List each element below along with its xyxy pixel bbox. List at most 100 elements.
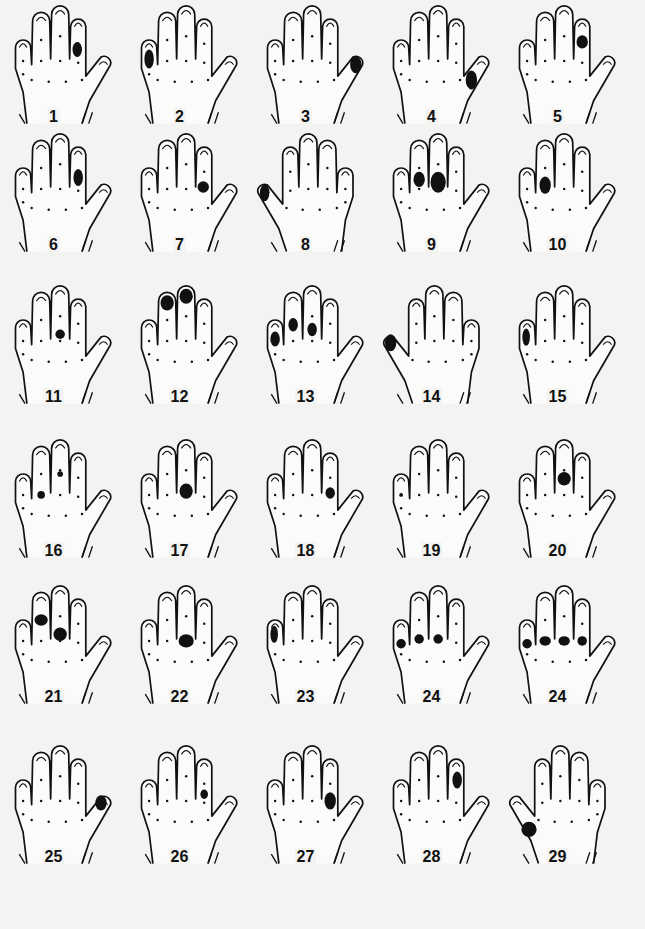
nail-line	[452, 763, 460, 767]
knuckle-dot	[552, 81, 554, 83]
knuckle-dot	[30, 207, 32, 209]
nail-line	[414, 757, 424, 761]
nail-line	[452, 23, 460, 27]
nail-line	[181, 139, 191, 143]
wrist-mark	[397, 548, 403, 558]
knuckle-dot	[534, 659, 536, 661]
wrist-mark	[523, 242, 529, 252]
knuckle-dot	[418, 779, 420, 781]
wrist-mark	[208, 112, 218, 123]
hand-outline	[520, 286, 615, 404]
knuckle-dot	[30, 359, 32, 361]
nail-line	[162, 145, 172, 149]
knuckle-dot	[166, 640, 168, 642]
nail-line	[99, 642, 108, 645]
knuckle-dot	[148, 201, 150, 203]
nail-line	[162, 17, 172, 21]
hand-outline	[258, 134, 353, 252]
nail-line	[559, 291, 569, 295]
knuckle-dot	[311, 615, 313, 617]
knuckle-dot	[408, 819, 410, 821]
knuckle-dot	[552, 361, 554, 363]
knuckle-dot	[563, 60, 565, 62]
knuckle-dot	[311, 60, 313, 62]
knuckle-dot	[203, 43, 205, 45]
callout-number: 9	[425, 236, 438, 254]
knuckle-dot	[544, 167, 546, 169]
nail-line	[603, 496, 612, 499]
lesion-spot	[466, 70, 477, 89]
knuckle-dot	[65, 661, 67, 663]
hand-outline	[268, 286, 363, 404]
callout-number: 14	[421, 388, 443, 406]
knuckle-dot	[333, 819, 335, 821]
nail-line	[477, 802, 486, 805]
knuckle-dot	[569, 515, 571, 517]
nail-line	[603, 190, 612, 193]
nail-line	[55, 751, 65, 755]
hand-outline	[394, 586, 489, 704]
knuckle-dot	[81, 659, 83, 661]
wrist-mark	[460, 240, 470, 251]
knuckle-dot	[292, 800, 294, 802]
callout-number: 25	[43, 848, 65, 866]
knuckle-dot	[191, 661, 193, 663]
knuckle-dot	[329, 342, 331, 344]
hand-outline	[394, 746, 489, 864]
nail-line	[540, 145, 550, 149]
nail-line	[55, 291, 65, 295]
knuckle-dot	[329, 323, 331, 325]
nail-line	[433, 751, 443, 755]
lesion-spot	[433, 634, 443, 644]
nail-line	[452, 151, 460, 155]
nail-line	[430, 291, 440, 295]
knuckle-dot	[148, 640, 150, 642]
knuckle-dot	[282, 359, 284, 361]
knuckle-dot	[174, 81, 176, 83]
knuckle-dot	[274, 60, 276, 62]
lesion-spot	[198, 181, 209, 192]
knuckle-dot	[317, 661, 319, 663]
knuckle-dot	[411, 359, 413, 361]
nail-line	[304, 139, 314, 143]
nail-line	[162, 757, 172, 761]
nail-line	[288, 297, 298, 301]
callout-number: 6	[47, 236, 60, 254]
knuckle-dot	[22, 800, 24, 802]
nail-line	[307, 291, 317, 295]
lesion-spot	[73, 42, 83, 57]
knuckle-dot	[569, 361, 571, 363]
knuckle-dot	[166, 167, 168, 169]
callout-number: 11	[43, 388, 64, 406]
hand	[16, 586, 111, 704]
hand	[520, 134, 615, 252]
knuckle-dot	[418, 494, 420, 496]
nail-line	[307, 591, 317, 595]
knuckle-dot	[292, 619, 294, 621]
nail-line	[181, 591, 191, 595]
knuckle-dot	[588, 819, 590, 821]
knuckle-dot	[282, 819, 284, 821]
knuckle-dot	[452, 340, 454, 342]
knuckle-dot	[65, 81, 67, 83]
wrist-mark	[460, 392, 470, 403]
callout-number: 24	[421, 688, 443, 706]
knuckle-dot	[408, 659, 410, 661]
nail-line	[578, 457, 586, 461]
nail-line	[287, 151, 295, 155]
hand	[142, 134, 237, 252]
wrist-mark	[82, 392, 92, 403]
callout-number: 27	[295, 848, 317, 866]
lesion-spot	[577, 35, 588, 48]
nail-line	[559, 445, 569, 449]
hand	[520, 286, 615, 404]
knuckle-dot	[459, 79, 461, 81]
knuckle-dot	[282, 79, 284, 81]
knuckle-dot	[317, 361, 319, 363]
nail-line	[145, 44, 153, 48]
knuckle-dot	[77, 642, 79, 644]
knuckle-dot	[185, 315, 187, 317]
knuckle-dot	[156, 819, 158, 821]
knuckle-dot	[77, 323, 79, 325]
knuckle-dot	[418, 800, 420, 802]
